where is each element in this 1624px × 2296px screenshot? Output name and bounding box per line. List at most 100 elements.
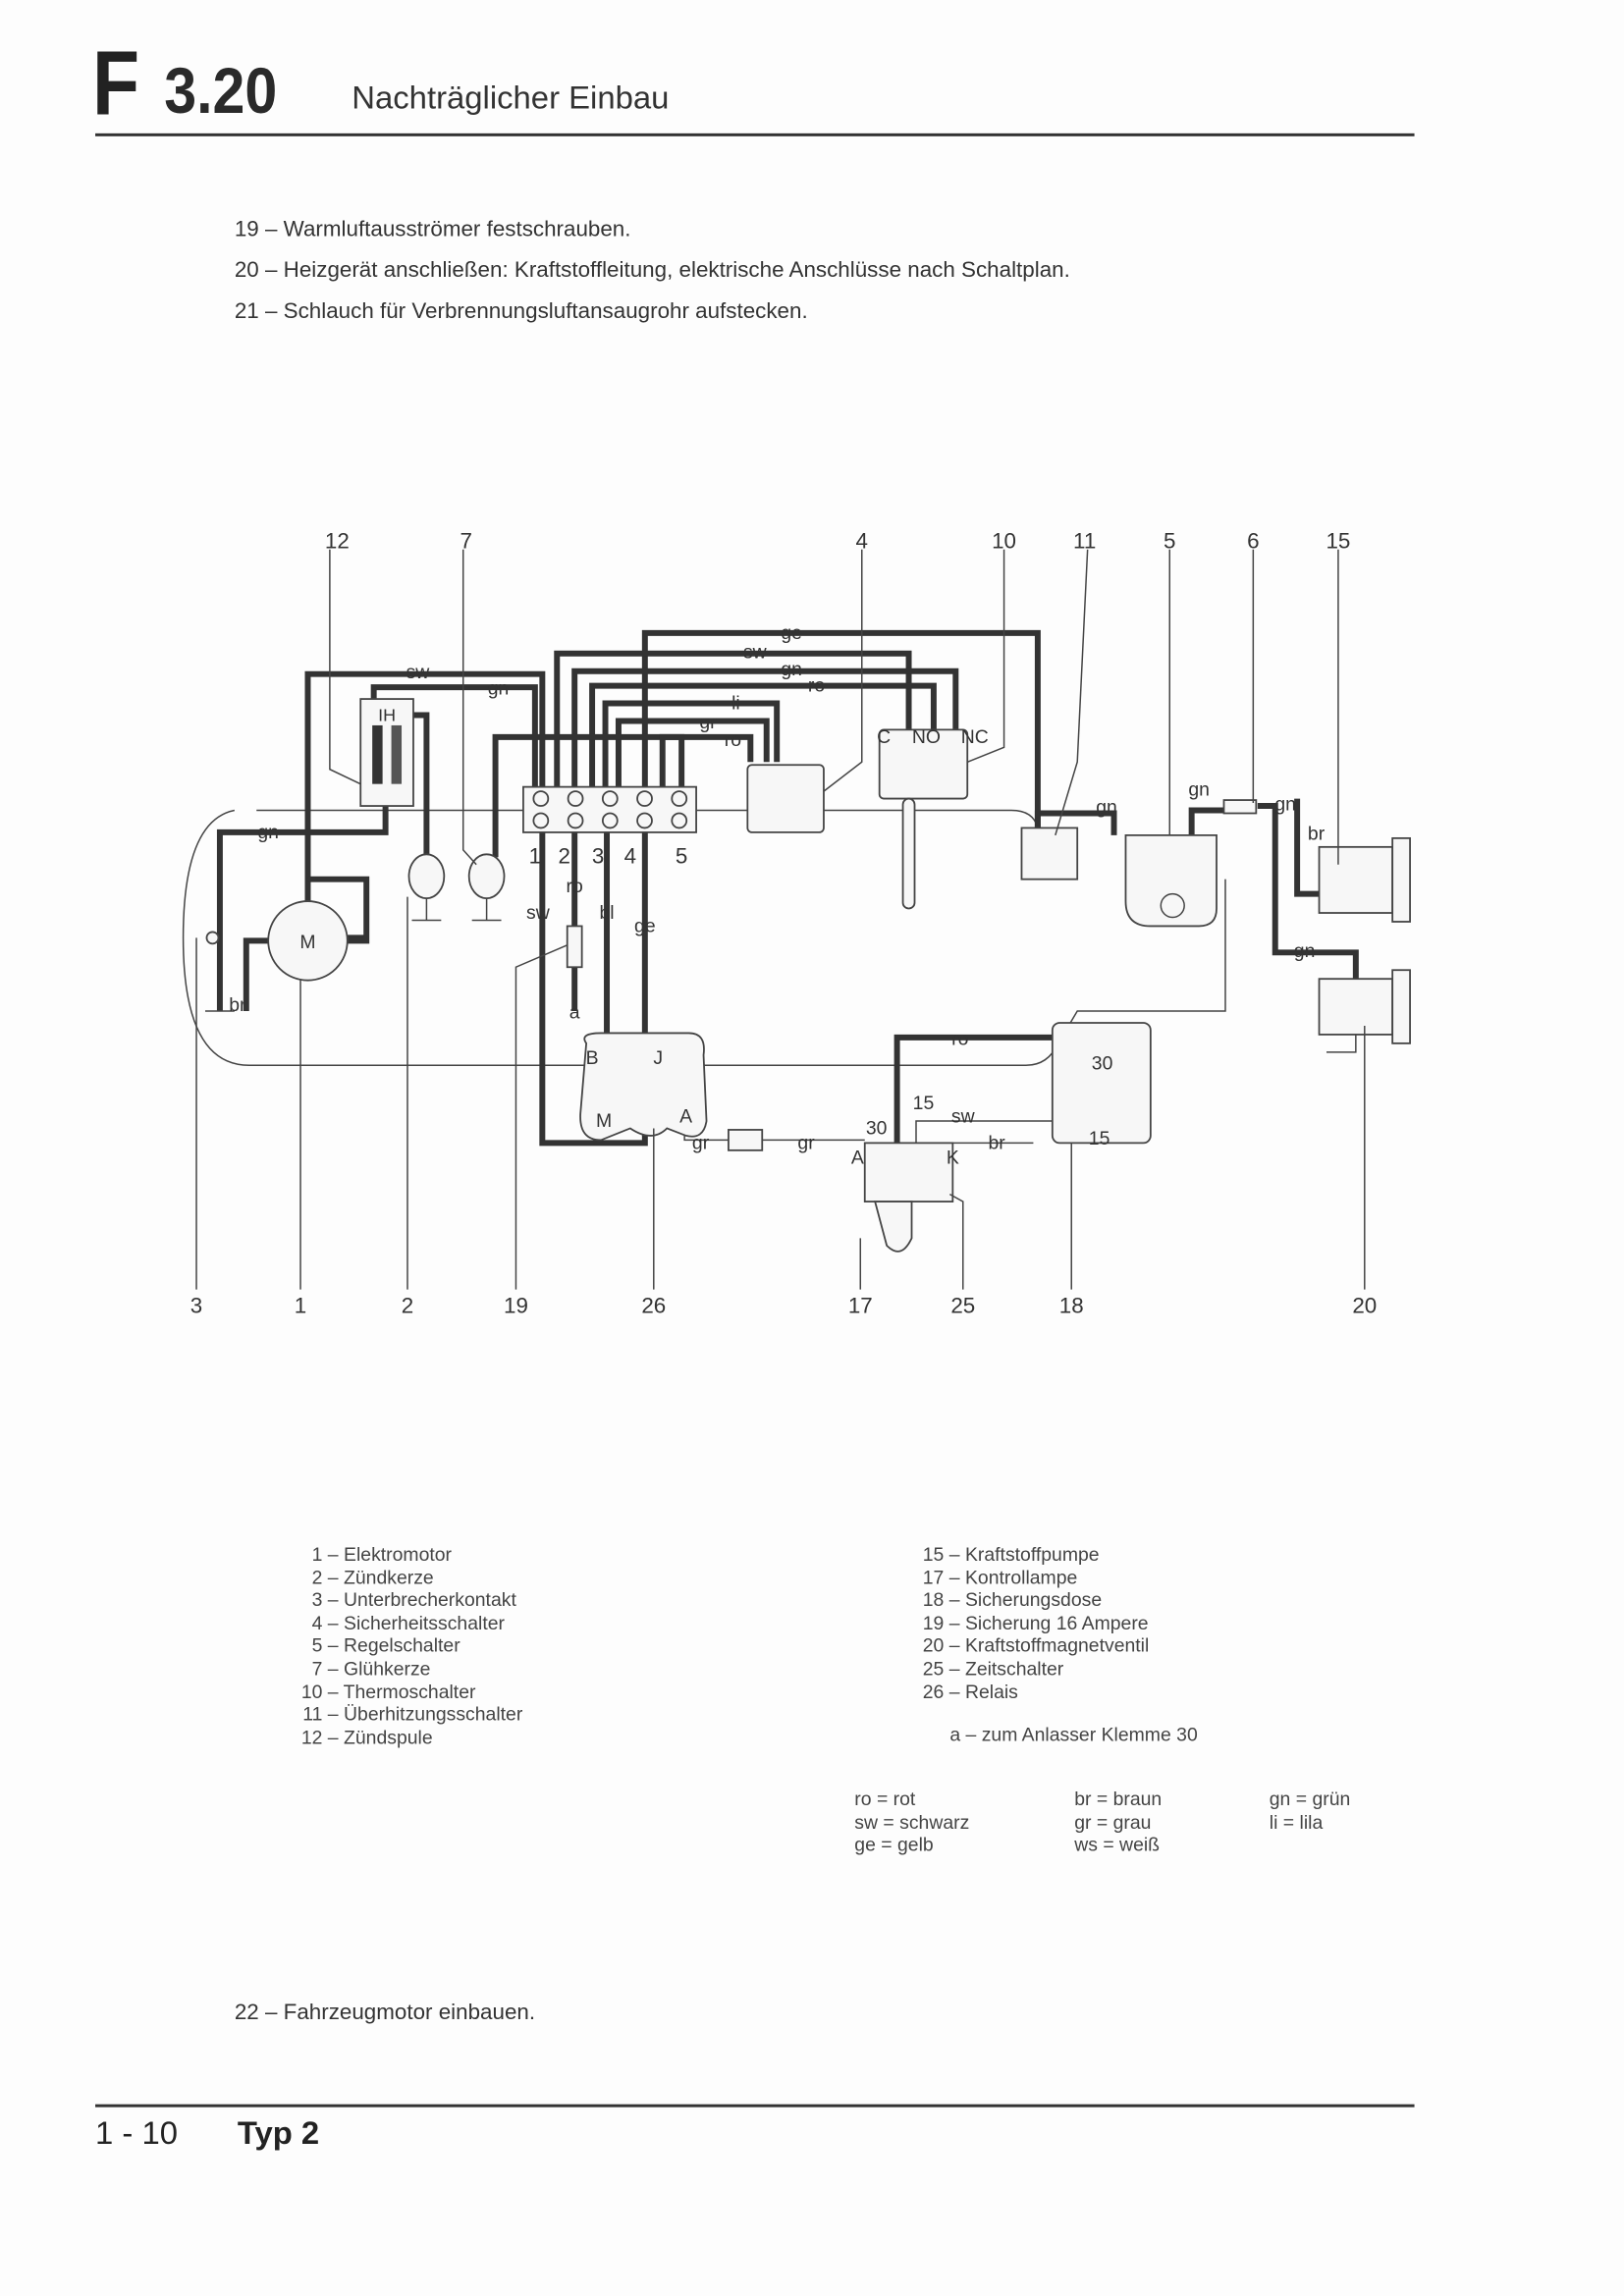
wire-label: gr (692, 1132, 710, 1153)
wire-label: sw (951, 1105, 976, 1127)
wire-label: C (877, 726, 891, 748)
legend-text: Kraftstoffmagnetventil (964, 1634, 1150, 1657)
color-code: ws = weiß (1074, 1833, 1161, 1856)
terminal-block (522, 785, 697, 833)
step-20: 20 – Heizgerät anschließen: Kraftstoffle… (234, 257, 1070, 284)
terminal-screw (567, 790, 584, 807)
safety-switch-4 (746, 764, 825, 833)
callout-bottom: 26 (641, 1294, 666, 1318)
section-title: Nachträglicher Einbau (352, 79, 670, 116)
control-lamp-17 (874, 1201, 913, 1253)
wire-label: gn (1096, 797, 1117, 819)
wire-label: sw (743, 641, 768, 663)
section-number: 3.20 (164, 55, 278, 128)
legend-item: 19 – Sicherung 16 Ampere (909, 1612, 1150, 1634)
wire-label: J (653, 1047, 663, 1069)
chapter-letter: F (92, 33, 139, 135)
wire-label: NO (912, 726, 941, 748)
wire-label: sw (406, 662, 431, 683)
wire-label: B (586, 1047, 599, 1069)
legend-text: Glühkerze (344, 1657, 431, 1680)
wire-label: gn (257, 822, 279, 843)
terminal-screw (636, 790, 653, 807)
wire-label: A (851, 1147, 864, 1168)
legend-number: 17 (922, 1566, 945, 1588)
step-21: 21 – Schlauch für Verbrennungsluftansaug… (234, 298, 808, 324)
glow-plug-7 (467, 853, 506, 899)
terminal-screw (636, 812, 653, 829)
timer-switch-25 (863, 1142, 954, 1202)
legend-number: 5 (311, 1634, 323, 1657)
control-switch-5 (1124, 834, 1218, 928)
coil-label: IH (378, 705, 396, 724)
wire-label: 30 (866, 1117, 888, 1139)
wire-label: gn (781, 659, 802, 680)
legend-item: 3 – Unterbrecherkontakt (288, 1588, 523, 1611)
color-code: br = braun (1074, 1788, 1163, 1810)
legend-text: Relais (964, 1680, 1018, 1702)
legend-item: 25 – Zeitschalter (909, 1657, 1150, 1680)
fuel-pump-15 (1318, 845, 1394, 914)
callout-bottom: 19 (504, 1294, 528, 1318)
step-19: 19 – Warmluftausströmer festschrauben. (234, 216, 631, 242)
ignition-coil-12 (359, 698, 414, 807)
legend-number: 20 (922, 1634, 945, 1657)
callout-top: 5 (1164, 528, 1175, 553)
legend-text: Sicherung 16 Ampere (964, 1611, 1149, 1634)
legend-item: 12 – Zündspule (288, 1726, 523, 1748)
color-code: ro = rot (854, 1788, 916, 1810)
terminal-screw (532, 790, 550, 807)
wire-label: 30 (1092, 1053, 1113, 1075)
callout-bottom: 2 (402, 1294, 413, 1318)
fuel-valve-20 (1318, 978, 1394, 1036)
legend-number: 18 (922, 1588, 945, 1611)
terminal-label: 5 (676, 843, 687, 868)
legend-item: 15 – Kraftstoffpumpe (909, 1543, 1150, 1566)
terminal-screw (532, 812, 550, 829)
legend-text: Zündkerze (344, 1566, 434, 1588)
terminal-label: 2 (559, 843, 570, 868)
legend-text: Überhitzungsschalter (344, 1702, 523, 1726)
terminal-screw (567, 812, 584, 829)
terminal-label: 3 (592, 843, 604, 868)
wire-label: ro (808, 675, 825, 697)
callout-bottom: 1 (295, 1294, 306, 1318)
wire-label: NC (961, 726, 989, 748)
legend-item: 1 – Elektromotor (288, 1543, 523, 1566)
legend-item: 17 – Kontrollampe (909, 1566, 1150, 1588)
wire-label: li (731, 693, 740, 715)
color-code: li = lila (1269, 1810, 1324, 1833)
wire-label: br (1308, 823, 1326, 844)
fuse-box-18 (1051, 1022, 1152, 1145)
legend-item: 5 – Regelschalter (288, 1634, 523, 1657)
legend-number: 26 (922, 1680, 945, 1702)
legend-text: Sicherheitsschalter (344, 1611, 505, 1634)
legend-number: 11 (302, 1702, 323, 1726)
legend-item: 7 – Glühkerze (288, 1657, 523, 1680)
wire-label: M (596, 1110, 612, 1132)
callout-bottom: 18 (1059, 1294, 1084, 1318)
vehicle-type: Typ 2 (237, 2114, 320, 2152)
motor-label: M (299, 932, 315, 953)
callout-bottom: 3 (190, 1294, 202, 1318)
legend-text: Kontrollampe (964, 1566, 1078, 1588)
legend-text: Elektromotor (344, 1542, 453, 1566)
wire-label: ro (567, 876, 583, 897)
wire-label: ro (725, 729, 741, 751)
wire-label: ge (634, 915, 656, 936)
terminal-screw (671, 790, 688, 807)
wire-label: gn (1274, 794, 1296, 816)
legend-number: 3 (311, 1588, 323, 1611)
legend-text: Kraftstoffpumpe (964, 1542, 1100, 1566)
legend-number: 19 (922, 1611, 945, 1634)
legend-item: 11 – Überhitzungsschalter (288, 1702, 523, 1726)
legend-text: Thermoschalter (343, 1680, 476, 1702)
callout-top: 15 (1326, 528, 1350, 553)
callout-top: 11 (1073, 528, 1096, 553)
color-code: sw = schwarz (854, 1810, 970, 1833)
terminal-label: 4 (624, 843, 636, 868)
wire-label: gn (488, 678, 510, 700)
